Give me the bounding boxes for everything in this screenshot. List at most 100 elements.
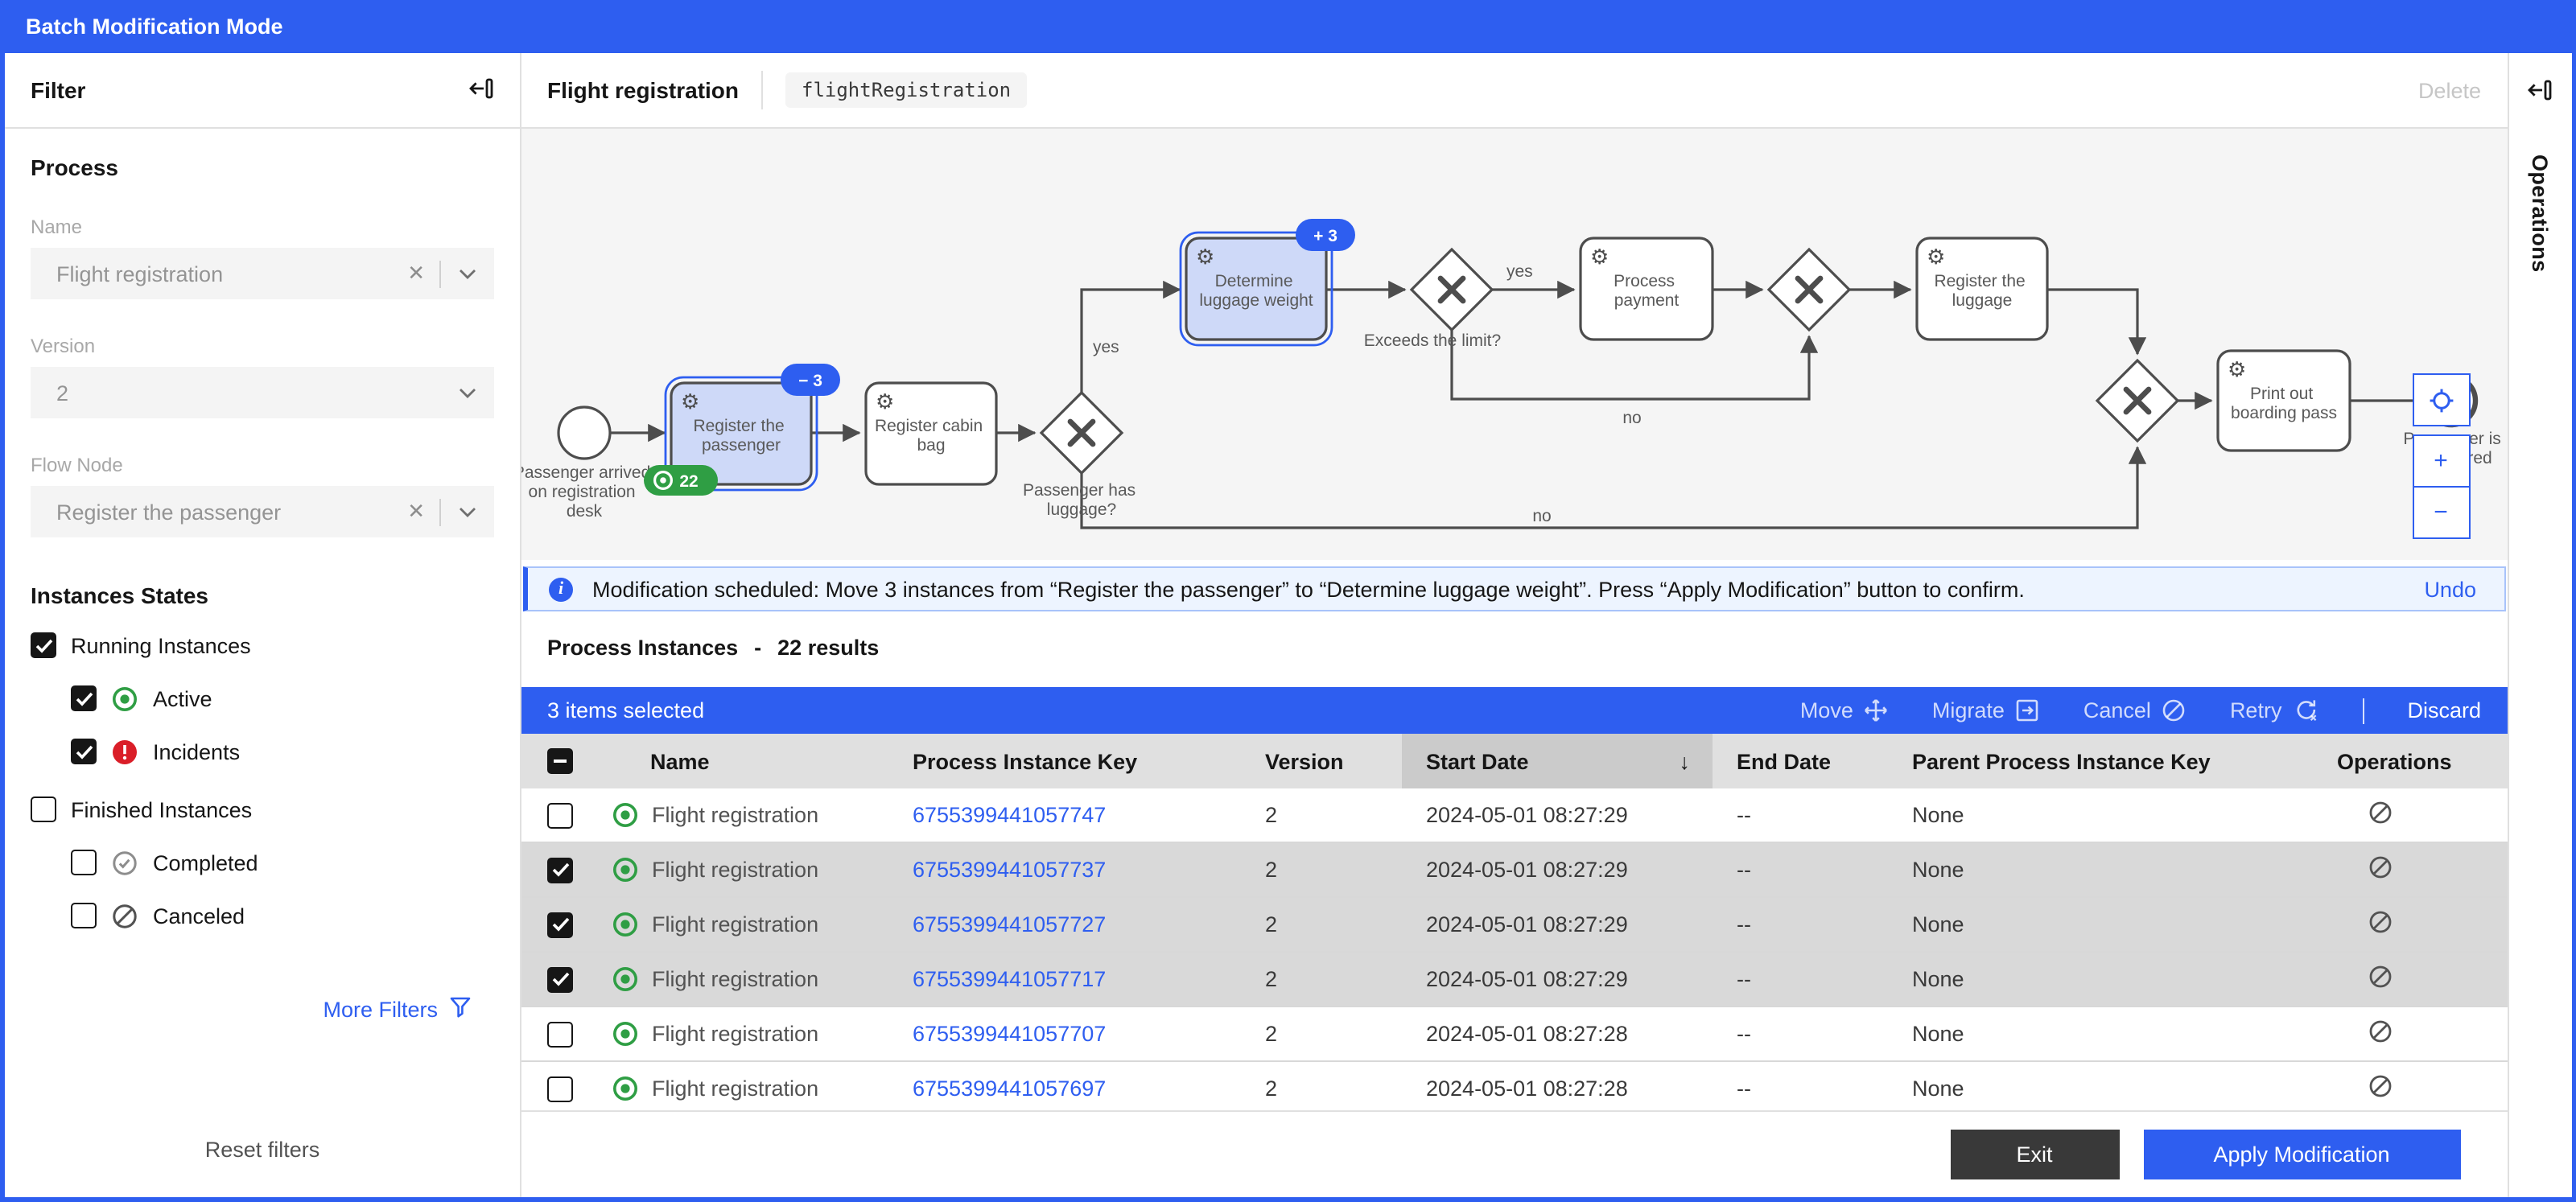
column-parent-process-instance-key[interactable]: Parent Process Instance Key	[1912, 749, 2211, 773]
task-print-out-boarding-pass[interactable]	[2216, 349, 2351, 452]
start-event[interactable]	[557, 405, 612, 460]
row-parent-key: None	[1912, 967, 1964, 991]
clear-name-icon[interactable]: ✕	[407, 261, 425, 285]
retry-button[interactable]: Retry	[2230, 698, 2319, 722]
active-state-icon	[612, 965, 639, 993]
clear-flow-node-icon[interactable]: ✕	[407, 499, 425, 523]
exit-button[interactable]: Exit	[1950, 1130, 2119, 1179]
checkbox-active[interactable]: Active	[71, 682, 494, 714]
expand-panel-icon[interactable]	[2527, 77, 2553, 111]
row-end-date: --	[1737, 1076, 1751, 1101]
row-checkbox[interactable]	[547, 912, 573, 937]
edge-label-no: no	[1532, 507, 1551, 525]
chevron-down-icon[interactable]	[441, 387, 494, 398]
checkbox-canceled[interactable]: Canceled	[71, 899, 494, 932]
cancel-operation-icon[interactable]	[2368, 964, 2394, 994]
flow-node-combobox[interactable]: Register the passenger ✕	[31, 486, 494, 537]
row-checkbox[interactable]	[547, 1076, 573, 1101]
row-checkbox[interactable]	[547, 966, 573, 992]
task-determine-luggage-weight[interactable]	[1185, 237, 1328, 341]
diagram-zoom-controls: + −	[2412, 373, 2470, 539]
filter-funnel-icon	[449, 996, 472, 1023]
undo-button[interactable]: Undo	[2424, 577, 2476, 601]
row-version: 2	[1265, 1022, 1278, 1046]
task-process-payment[interactable]	[1579, 237, 1714, 341]
active-checkbox[interactable]	[71, 685, 97, 711]
running-checkbox[interactable]	[31, 632, 56, 658]
column-version[interactable]: Version	[1265, 749, 1344, 773]
migrate-button[interactable]: Migrate	[1932, 698, 2040, 722]
version-select[interactable]: 2	[31, 367, 494, 418]
column-operations: Operations	[2337, 749, 2452, 773]
gateway-label: Exceeds the limit?	[1364, 331, 1501, 350]
row-checkbox[interactable]	[547, 1021, 573, 1047]
move-icon	[1865, 699, 1888, 722]
finished-checkbox[interactable]	[31, 797, 56, 822]
completed-checkbox[interactable]	[71, 850, 97, 875]
apply-modification-button[interactable]: Apply Modification	[2143, 1130, 2460, 1179]
column-start-date[interactable]: Start Date ↓	[1402, 734, 1713, 788]
process-instance-key-link[interactable]: 6755399441057707	[913, 1022, 1107, 1046]
zoom-out-button[interactable]: −	[2412, 486, 2470, 539]
process-name-combobox[interactable]: Flight registration ✕	[31, 248, 494, 299]
incidents-checkbox[interactable]	[71, 739, 97, 764]
process-instance-key-link[interactable]: 6755399441057727	[913, 912, 1107, 936]
process-instance-key-link[interactable]: 6755399441057747	[913, 803, 1107, 827]
column-name[interactable]: Name	[650, 749, 710, 773]
chevron-down-icon[interactable]	[441, 506, 494, 517]
row-checkbox[interactable]	[547, 857, 573, 883]
canceled-checkbox[interactable]	[71, 903, 97, 928]
completed-state-icon	[111, 849, 138, 876]
reset-filters-button[interactable]: Reset filters	[204, 1138, 320, 1162]
process-instance-key-link[interactable]: 6755399441057737	[913, 858, 1107, 882]
service-task-icon: ⚙	[681, 389, 699, 414]
zoom-in-button[interactable]: +	[2412, 434, 2470, 488]
svg-text:22: 22	[679, 472, 698, 491]
process-instance-key-link[interactable]: 6755399441057697	[913, 1076, 1107, 1101]
modification-scheduled-notification: i Modification scheduled: Move 3 instanc…	[523, 566, 2505, 611]
cancel-operation-icon[interactable]	[2368, 1019, 2394, 1049]
checkbox-incidents[interactable]: Incidents	[71, 735, 494, 768]
checkbox-completed[interactable]: Completed	[71, 846, 494, 879]
row-start-date: 2024-05-01 08:27:29	[1426, 858, 1628, 882]
more-filters-button[interactable]: More Filters	[31, 996, 472, 1023]
checkbox-running-instances[interactable]: Running Instances	[31, 629, 494, 661]
collapse-panel-icon[interactable]	[468, 75, 494, 105]
task-register-the-passenger[interactable]	[670, 381, 813, 486]
row-parent-key: None	[1912, 1076, 1964, 1101]
select-all-checkbox[interactable]	[547, 748, 573, 774]
finished-label: Finished Instances	[71, 797, 253, 821]
cancel-button[interactable]: Cancel	[2083, 698, 2187, 722]
checkbox-finished-instances[interactable]: Finished Instances	[31, 793, 494, 825]
delete-button[interactable]: Delete	[2417, 78, 2481, 102]
notification-message: Modification scheduled: Move 3 instances…	[592, 577, 2025, 601]
separator: -	[754, 636, 762, 660]
retry-icon	[2297, 700, 2316, 721]
cancel-operation-icon[interactable]	[2368, 909, 2394, 940]
reset-diagram-zoom-button[interactable]	[2412, 373, 2470, 426]
discard-button[interactable]: Discard	[2407, 698, 2481, 722]
row-name: Flight registration	[652, 858, 819, 882]
column-end-date[interactable]: End Date	[1737, 749, 1832, 773]
column-process-instance-key[interactable]: Process Instance Key	[913, 749, 1138, 773]
move-button[interactable]: Move	[1800, 698, 1889, 722]
task-register-cabin-bag[interactable]	[864, 381, 998, 486]
operations-panel-collapsed: Operations	[2507, 53, 2571, 1197]
incidents-label: Incidents	[153, 739, 241, 764]
row-name: Flight registration	[652, 912, 819, 936]
cancel-operation-icon[interactable]	[2368, 800, 2394, 830]
canceled-state-icon	[111, 902, 138, 929]
active-state-icon	[612, 911, 639, 938]
cancel-operation-icon[interactable]	[2368, 854, 2394, 885]
chevron-down-icon[interactable]	[441, 268, 494, 279]
cancel-operation-icon[interactable]	[2368, 1073, 2394, 1104]
task-register-the-luggage[interactable]	[1915, 237, 2049, 341]
process-instance-key-link[interactable]: 6755399441057717	[913, 967, 1107, 991]
row-checkbox[interactable]	[547, 802, 573, 828]
